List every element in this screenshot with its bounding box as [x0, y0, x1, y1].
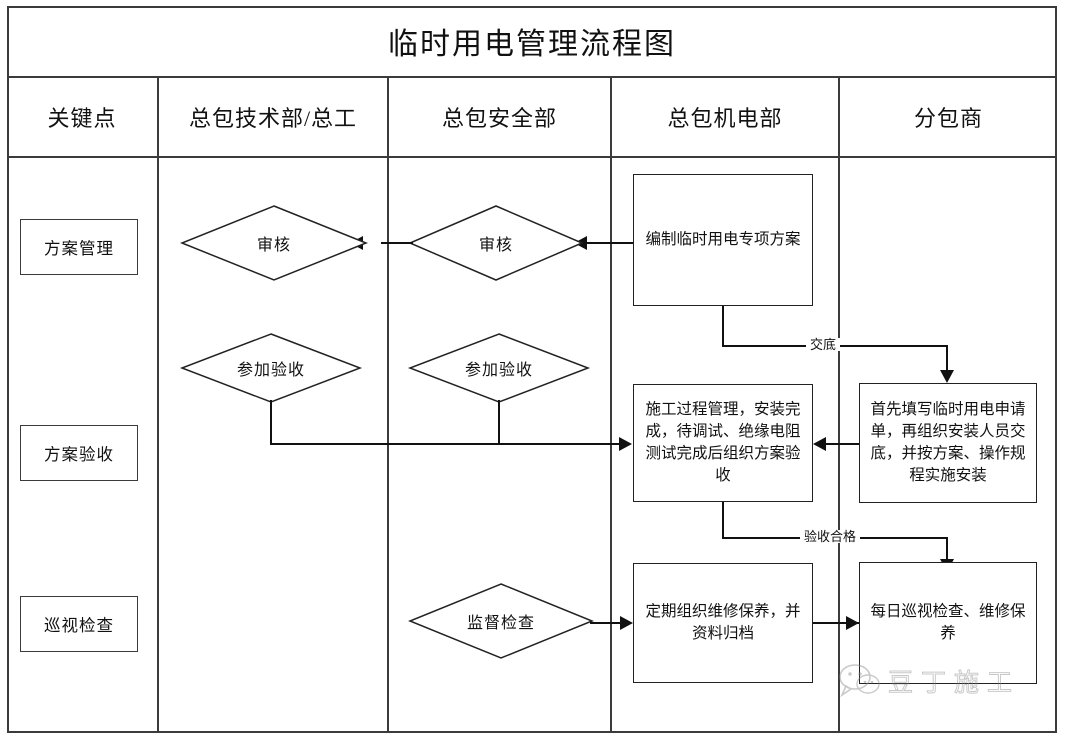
column-header-key-points: 关键点 — [7, 78, 157, 156]
column-divider-2 — [387, 78, 389, 733]
connector-apply-to-process-mgmt — [826, 443, 859, 445]
arrowhead-into-daily-patrol-left — [846, 616, 859, 630]
column-header-label: 分包商 — [913, 106, 983, 131]
connector-draft-plan-to-review-safety — [587, 242, 633, 244]
connector-maintenance-to-daily-patrol — [813, 622, 859, 624]
column-header-me-dept: 总包机电部 — [612, 78, 838, 156]
node-draft-plan: 编制临时用电专项方案 — [633, 174, 813, 306]
key-point-label: 巡视检查 — [44, 616, 114, 635]
node-label: 施工过程管理，安装完成，待调试、绝缘电阻测试完成后组织方案验收 — [645, 401, 801, 484]
header-separator-line — [7, 156, 1057, 158]
key-point-label: 方案管理 — [44, 239, 114, 258]
diamond-shape — [179, 333, 363, 403]
node-join-acceptance-tech: 参加验收 — [179, 332, 363, 404]
column-header-label: 总包技术部/总工 — [188, 106, 358, 131]
diagram-outer-border — [7, 6, 1057, 733]
connector-supervise-to-maintenance — [590, 622, 630, 624]
node-daily-patrol: 每日巡视检查、维修保养 — [859, 562, 1037, 684]
column-header-label: 关键点 — [47, 106, 117, 131]
node-apply-and-install: 首先填写临时用电申请单，再组织安装人员交底，并按方案、操作规程实施安装 — [859, 383, 1037, 503]
connector-join-tech-down — [270, 400, 272, 444]
diamond-shape — [179, 205, 369, 281]
node-label: 首先填写临时用电申请单，再组织安装人员交底，并按方案、操作规程实施安装 — [870, 401, 1026, 484]
diamond-shape — [408, 205, 584, 281]
node-label: 定期组织维修保养，并资料归档 — [645, 603, 801, 642]
connector-disclosure-down — [722, 306, 724, 346]
key-point-patrol-inspection: 巡视检查 — [20, 596, 138, 652]
connector-acceptance-down — [722, 502, 724, 539]
page-title-text: 临时用电管理流程图 — [388, 28, 676, 61]
column-header-tech-dept: 总包技术部/总工 — [159, 78, 387, 156]
connector-disclosure-into-apply — [946, 345, 948, 372]
node-label: 每日巡视检查、维修保养 — [870, 603, 1026, 642]
node-process-management: 施工过程管理，安装完成，待调试、绝缘电阻测试完成后组织方案验收 — [633, 384, 813, 502]
key-point-plan-acceptance: 方案验收 — [20, 425, 138, 481]
connector-joins-to-process-mgmt — [270, 443, 620, 445]
connector-join-safety-down — [498, 400, 500, 444]
node-review-safety: 审核 — [408, 204, 584, 282]
connector-review-safety-to-review-tech — [381, 242, 413, 244]
arrowhead-into-apply-install — [940, 370, 954, 383]
column-header-label: 总包安全部 — [441, 106, 557, 131]
key-point-plan-management: 方案管理 — [20, 219, 138, 275]
node-maintenance: 定期组织维修保养，并资料归档 — [633, 563, 813, 683]
node-label: 编制临时用电专项方案 — [645, 231, 801, 248]
key-point-label: 方案验收 — [44, 445, 114, 464]
column-divider-3 — [610, 78, 612, 733]
edge-label-disclosure: 交底 — [806, 338, 841, 351]
edge-label-acceptance-passed: 验收合格 — [800, 530, 861, 543]
node-join-acceptance-safety: 参加验收 — [407, 332, 591, 404]
diamond-shape — [407, 333, 591, 403]
node-review-tech: 审核 — [179, 204, 369, 282]
arrowhead-into-maintenance — [620, 616, 633, 630]
column-header-label: 总包机电部 — [667, 106, 783, 131]
column-divider-4 — [838, 78, 840, 733]
diamond-shape — [408, 583, 594, 659]
arrowhead-into-process-mgmt-right — [813, 437, 826, 451]
arrowhead-into-process-mgmt-left — [619, 437, 632, 451]
connector-acceptance-into-patrol — [946, 537, 948, 561]
node-supervise-check: 监督检查 — [408, 582, 594, 660]
page-title: 临时用电管理流程图 — [7, 6, 1057, 76]
column-header-safety-dept: 总包安全部 — [389, 78, 610, 156]
title-separator-line — [7, 76, 1057, 78]
column-header-subcontractor: 分包商 — [840, 78, 1057, 156]
column-divider-1 — [157, 78, 159, 733]
